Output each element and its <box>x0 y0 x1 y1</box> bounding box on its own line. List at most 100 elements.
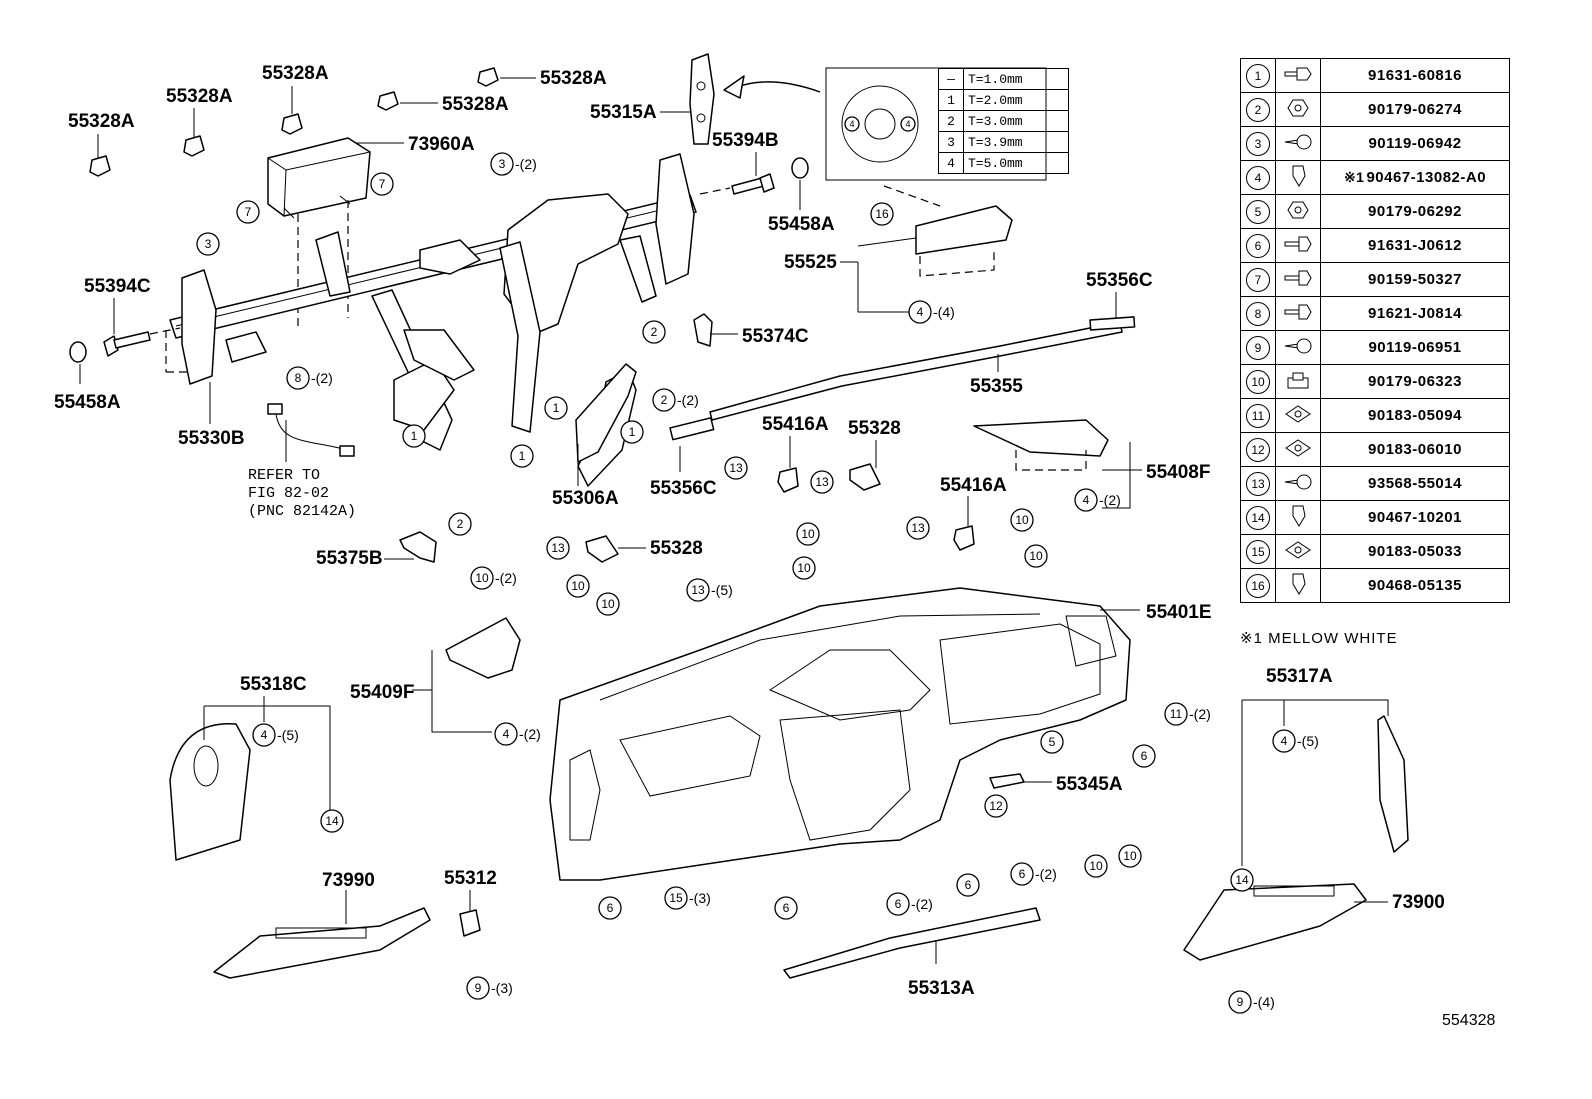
bolt-55394C: 55394C <box>84 276 181 357</box>
callout-quantity: -(3) <box>491 980 513 996</box>
fastener-row: 9 90119-06951 <box>1240 330 1510 365</box>
thickness-key: 4 <box>938 152 964 174</box>
callout-6: 6 <box>598 896 622 920</box>
screw-icon <box>1275 126 1321 161</box>
part-number-text: 90179-06274 <box>1368 101 1462 118</box>
fastener-number-ring: 13 <box>1246 471 1270 496</box>
callout-6: 6-(2) <box>1010 862 1057 886</box>
fastener-number: 14 <box>1240 500 1276 535</box>
fastener-part-number: 90179-06274 <box>1320 92 1510 127</box>
thickness-key: — <box>938 68 964 90</box>
fastener-number-ring: 8 <box>1246 301 1270 326</box>
callout-number: 1 <box>553 401 560 415</box>
callout-4: 4-(2) <box>1074 488 1121 512</box>
callout-number: 10 <box>1029 549 1043 563</box>
callout-number: 8 <box>295 371 302 385</box>
fastener-part-number: 90183-06010 <box>1320 432 1510 467</box>
callout-2: 2 <box>642 320 666 344</box>
callout-2: 2 <box>448 512 472 536</box>
part-label: 55356C <box>650 478 717 499</box>
callout-number: 13 <box>551 541 565 555</box>
callout-number: 6 <box>607 901 614 915</box>
bolt-icon <box>1275 228 1321 263</box>
callout-number: 10 <box>571 579 585 593</box>
callout-number: 10 <box>1089 859 1103 873</box>
part-label: 55458A <box>768 214 835 235</box>
callout-number: 2 <box>651 325 658 339</box>
bracket-55330B: 55330B <box>165 330 245 449</box>
washer-detail: 4 4 <box>825 67 1047 181</box>
screw-icon <box>1275 466 1321 501</box>
callout-12: 12 <box>984 794 1008 818</box>
callout-group: 7733-(2)8-(2)11112-(2)22164-(4)1313104-(… <box>196 152 1319 1014</box>
callout-number: 6 <box>1019 867 1026 881</box>
svg-text:4: 4 <box>849 119 854 129</box>
callout-1: 1 <box>402 424 426 448</box>
callout-number: 6 <box>965 878 972 892</box>
reference-note-line: FIG 82-02 <box>248 485 329 502</box>
callout-5: 5 <box>1040 730 1064 754</box>
callout-10: 10-(2) <box>470 566 517 590</box>
fastener-part-number: 90119-06951 <box>1320 330 1510 365</box>
fastener-part-number: 90159-50327 <box>1320 262 1510 297</box>
callout-number: 13 <box>815 475 829 489</box>
callout-11: 11-(2) <box>1164 702 1211 726</box>
clip-55416A-2: 55416A <box>940 475 1007 551</box>
fastener-number: 9 <box>1240 330 1276 365</box>
note-mark: ※1 <box>1343 169 1365 185</box>
callout-number: 3 <box>205 237 212 251</box>
callout-13: 13-(5) <box>686 578 733 602</box>
callout-number: 4 <box>503 727 510 741</box>
fastener-number-ring: 11 <box>1246 403 1270 428</box>
callout-quantity: -(5) <box>1297 733 1319 749</box>
callout-1: 1 <box>544 396 568 420</box>
callout-4: 4-(5) <box>252 723 299 747</box>
fastener-part-number: 93568-55014 <box>1320 466 1510 501</box>
callout-15: 15-(3) <box>664 886 711 910</box>
thickness-value: T=3.0mm <box>963 110 1069 132</box>
part-label: 55416A <box>762 414 829 435</box>
fastener-number: 7 <box>1240 262 1276 297</box>
clip-icon <box>1275 500 1321 535</box>
callout-number: 1 <box>519 449 526 463</box>
part-number-text: 91631-60816 <box>1368 67 1462 84</box>
part-label: 55317A <box>1266 666 1333 687</box>
fastener-part-number: 91631-J0612 <box>1320 228 1510 263</box>
part-number-text: 90179-06323 <box>1368 373 1462 390</box>
callout-number: 14 <box>1235 873 1249 887</box>
clip-55416A-1: 55416A <box>762 414 829 493</box>
part-label: 55313A <box>908 978 975 999</box>
callout-number: 11 <box>1170 707 1183 721</box>
clip-55328A-1: 55328A <box>68 111 135 177</box>
callout-quantity: -(3) <box>689 890 711 906</box>
callout-number: 10 <box>1015 513 1029 527</box>
nut-icon <box>1275 194 1321 229</box>
callout-quantity: -(2) <box>911 896 933 912</box>
callout-number: 13 <box>691 583 705 597</box>
part-number-text: 90183-06010 <box>1368 441 1462 458</box>
thickness-key: 1 <box>938 89 964 111</box>
callout-number: 6 <box>1141 749 1148 763</box>
clip-55328A-3: 55328A <box>262 63 329 135</box>
thickness-value: T=2.0mm <box>963 89 1069 111</box>
part-label: 55312 <box>444 868 497 889</box>
callout-number: 6 <box>895 897 902 911</box>
fastener-part-number: 90119-06942 <box>1320 126 1510 161</box>
switch-55312: 55312 <box>444 868 497 937</box>
callout-3: 3-(2) <box>490 152 537 176</box>
part-label: 55328A <box>166 86 233 107</box>
fastener-number: 4 <box>1240 160 1276 195</box>
clip-55328-1: 55328 <box>848 418 901 491</box>
fastener-number-ring: 4 <box>1246 165 1270 190</box>
callout-6: 6 <box>956 873 980 897</box>
callout-6: 6 -(2) <box>886 892 933 916</box>
callout-14: 14 <box>320 809 344 833</box>
fastener-number: 3 <box>1240 126 1276 161</box>
reference-note-line: REFER TO <box>248 467 320 484</box>
